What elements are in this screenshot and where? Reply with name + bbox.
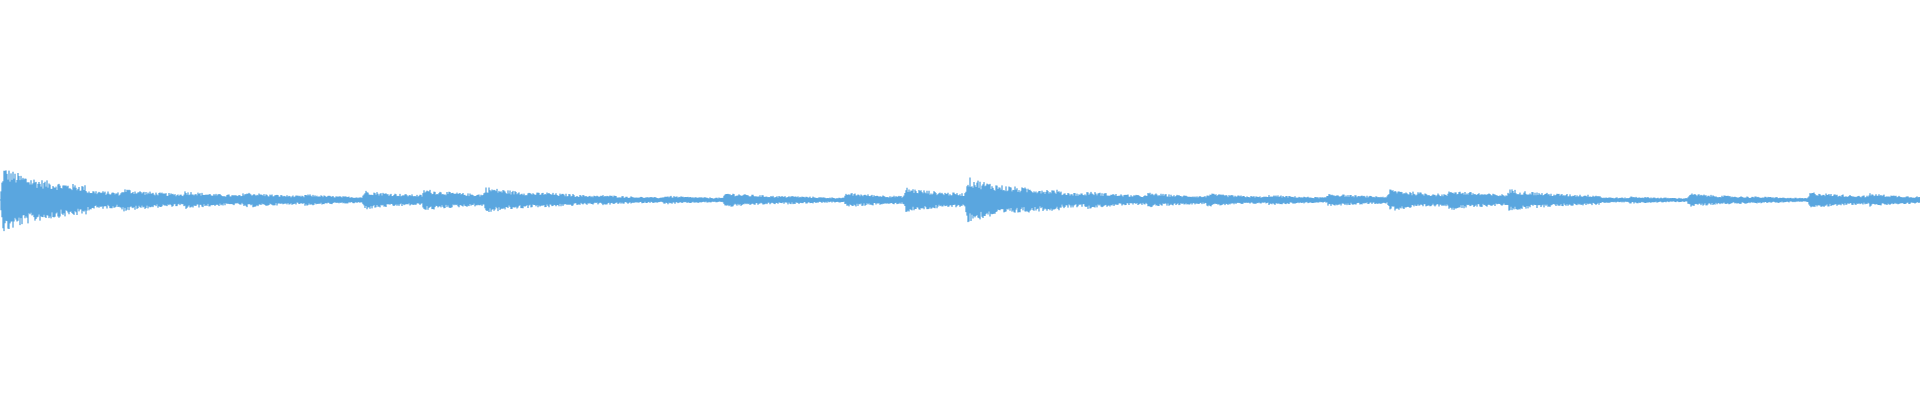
- waveform-path: [0, 170, 1920, 232]
